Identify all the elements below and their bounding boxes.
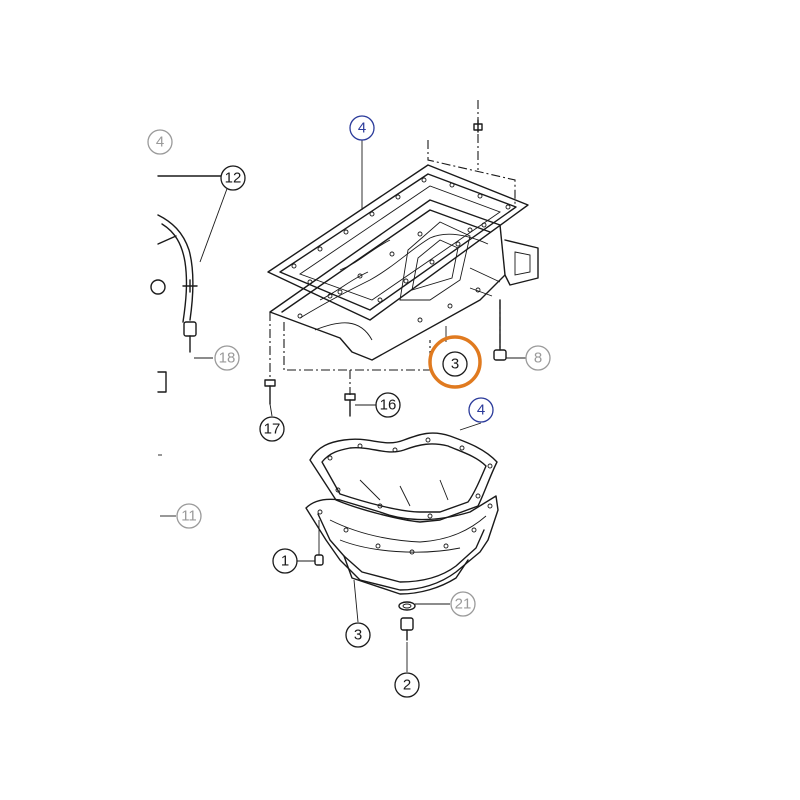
lower-oil-pan <box>305 479 499 641</box>
callout-17: 17 <box>259 416 285 442</box>
svg-text:11: 11 <box>181 508 197 525</box>
upper-pan-gasket <box>267 164 529 321</box>
callout-11: 11 <box>176 503 202 529</box>
callout-3-highlighted[interactable]: 3 <box>428 335 482 389</box>
callout-2: 2 <box>394 672 420 698</box>
callout-4-lower-gasket: 4 <box>468 397 494 423</box>
lower-pan-gasket <box>309 432 498 523</box>
svg-text:8: 8 <box>534 350 542 367</box>
svg-text:3: 3 <box>354 627 362 644</box>
callout-1: 1 <box>272 548 298 574</box>
svg-text:4: 4 <box>156 134 164 151</box>
leader-lines <box>160 140 526 672</box>
svg-text:16: 16 <box>380 397 397 414</box>
callout-8: 8 <box>525 345 551 371</box>
svg-text:1: 1 <box>281 553 289 570</box>
dipstick-tube-assembly <box>150 175 229 456</box>
svg-text:4: 4 <box>477 402 485 419</box>
bolts <box>264 119 507 417</box>
svg-text:18: 18 <box>219 350 236 367</box>
callout-18: 18 <box>214 345 240 371</box>
svg-text:17: 17 <box>264 421 281 438</box>
callout-12: 12 <box>220 165 246 191</box>
upper-oil-pan <box>269 199 539 361</box>
svg-text:12: 12 <box>225 170 242 187</box>
svg-text:3: 3 <box>451 356 459 373</box>
svg-text:21: 21 <box>455 596 472 613</box>
callout-16: 16 <box>375 392 401 418</box>
callout-21: 21 <box>450 591 476 617</box>
svg-text:4: 4 <box>358 120 366 137</box>
svg-text:2: 2 <box>403 677 411 694</box>
callout-4-partial: 4 <box>147 129 173 155</box>
callout-3-lower-pan: 3 <box>345 622 371 648</box>
callout-4-upper-gasket: 4 <box>349 115 375 141</box>
